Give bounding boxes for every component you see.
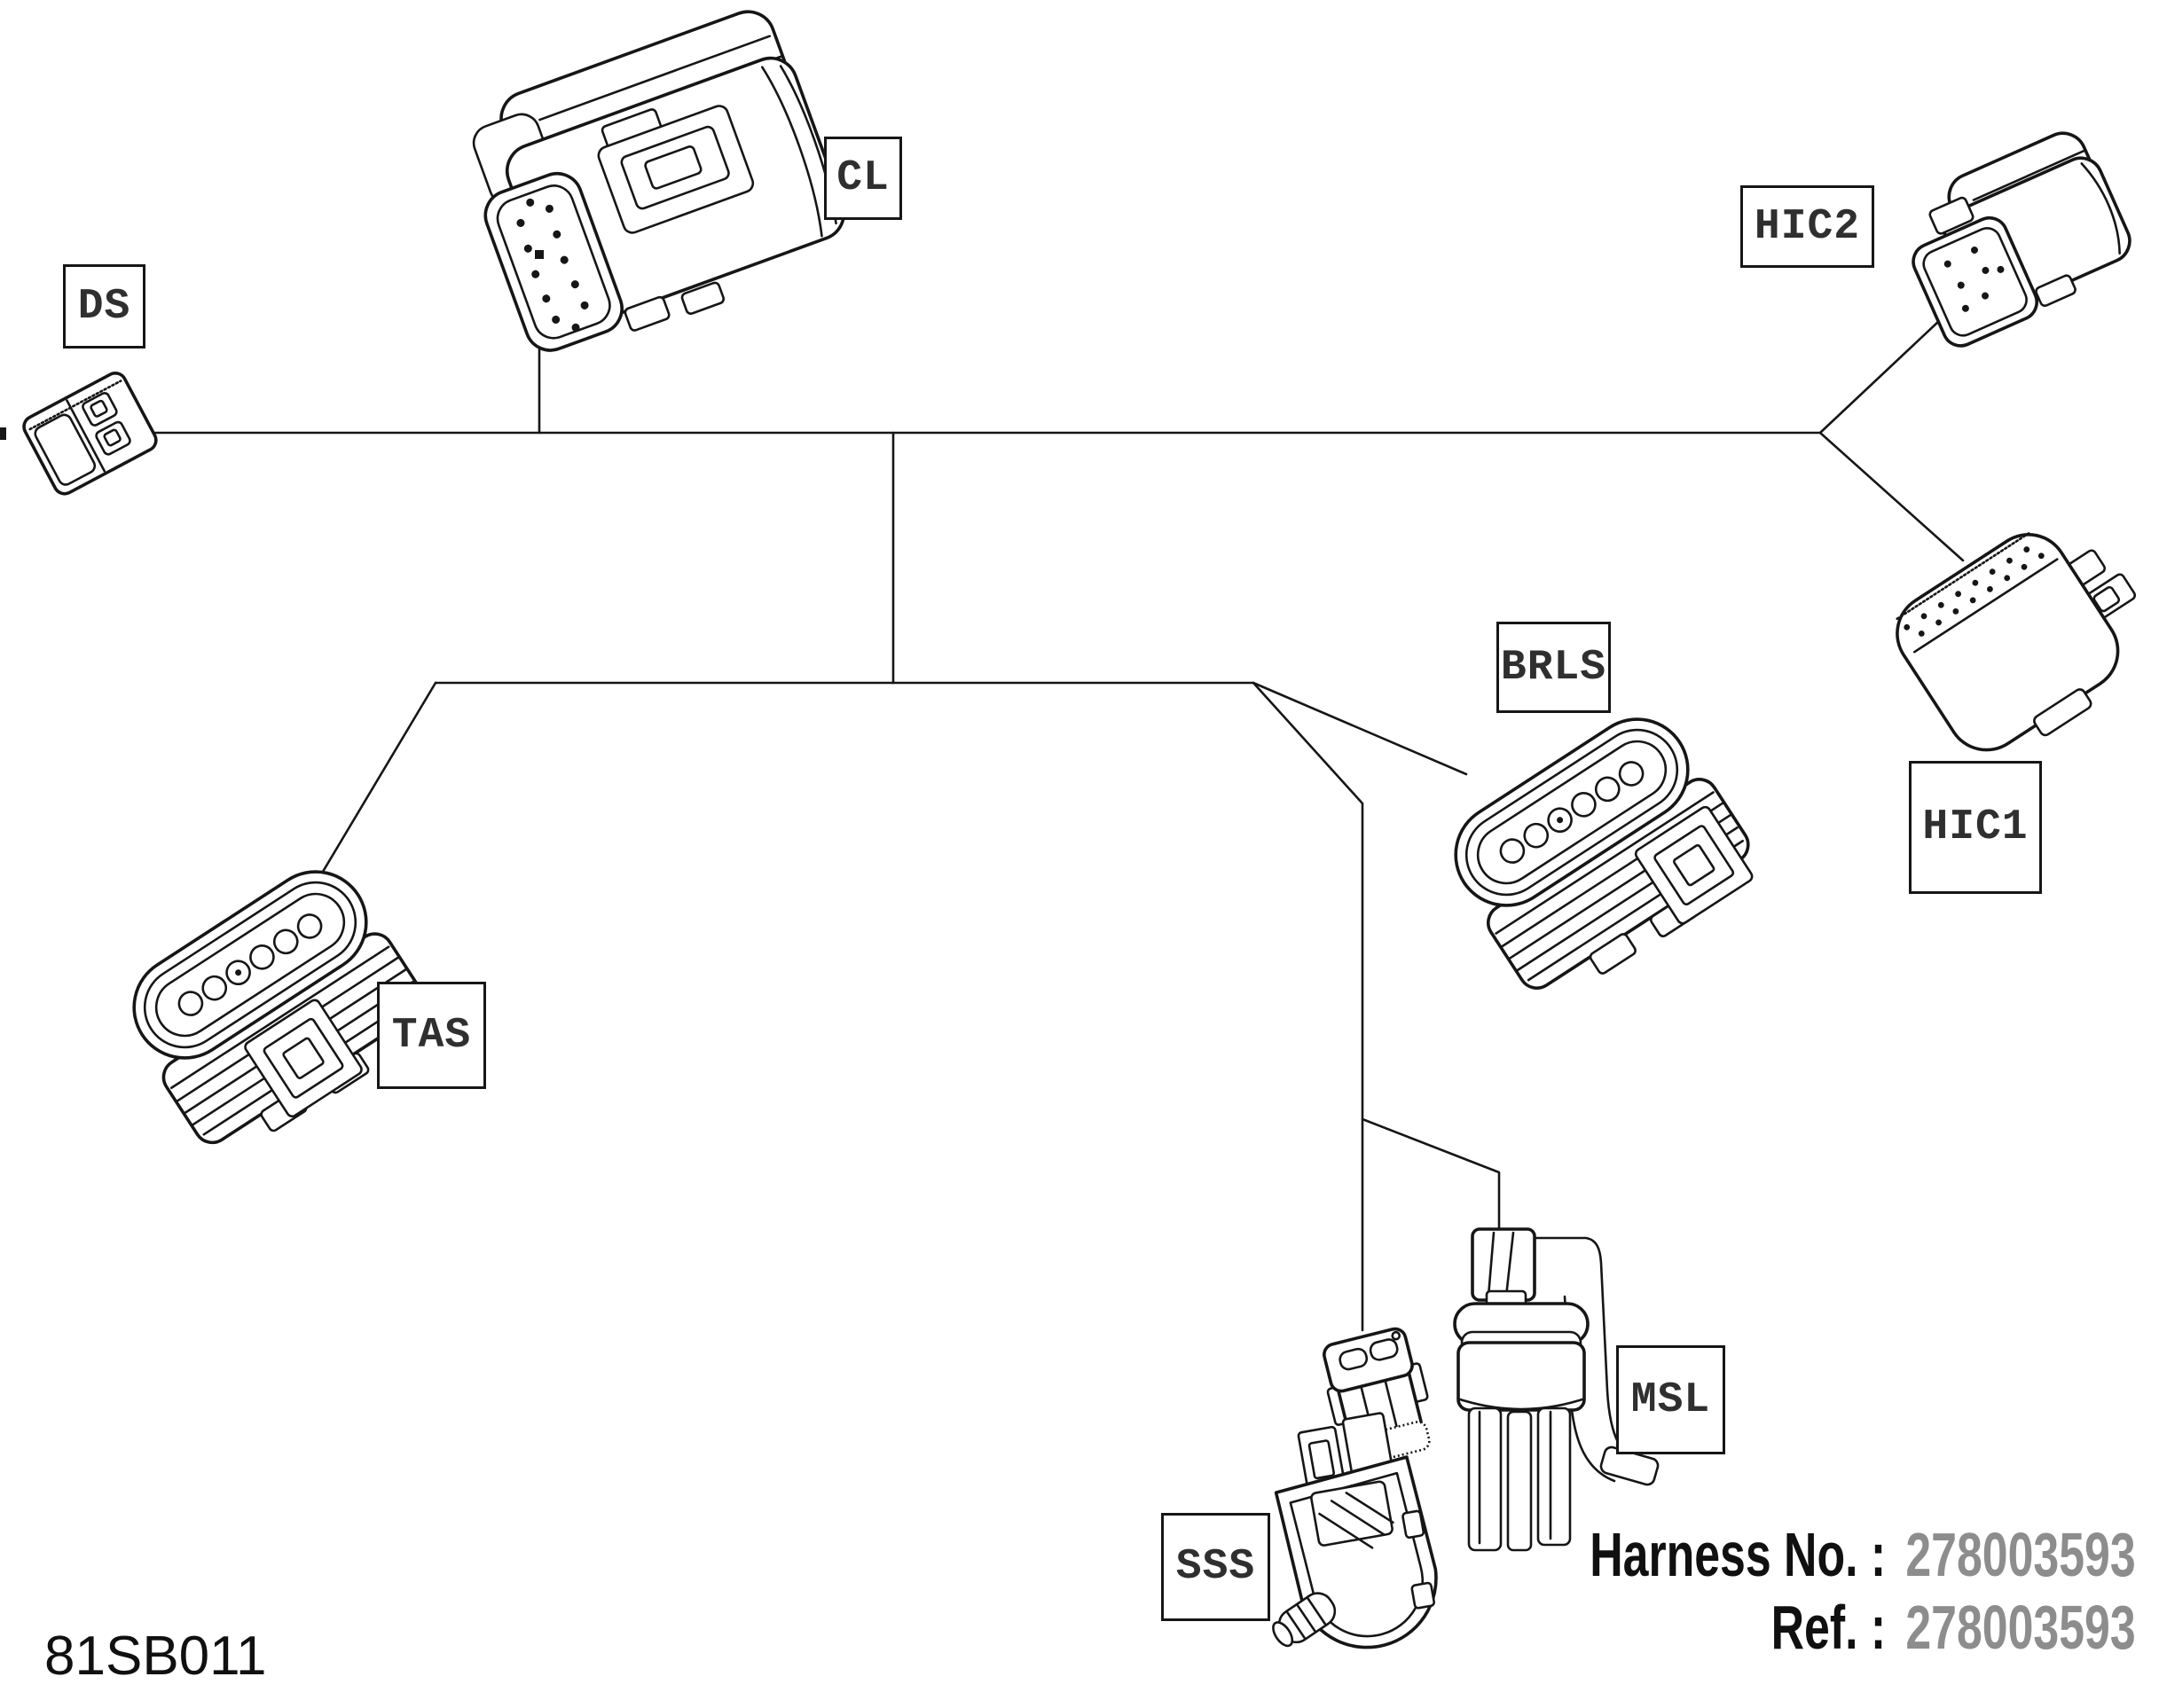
hic1-connector-drawing (1896, 530, 2137, 752)
harness-number-value: 278003593 (1905, 1520, 2136, 1589)
sss-connector-drawing (1272, 1412, 1438, 1649)
ref-number-value: 278003593 (1905, 1593, 2136, 1662)
wire-sss-drop (1252, 681, 1364, 1332)
connector-label-cl: CL (836, 154, 890, 202)
cl-connector-drawing (472, 10, 846, 352)
tas-connector-drawing (132, 870, 426, 1145)
cl-wire-attach-dot (535, 250, 544, 259)
connector-label-hic1: HIC1 (1922, 803, 2029, 851)
ref-number-row: Ref. : 278003593 (1590, 1591, 2136, 1664)
harness-number-row: Harness No. : 278003593 (1590, 1518, 2136, 1591)
label-box-msl: MSL (1616, 1345, 1725, 1454)
label-box-hic2: HIC2 (1740, 185, 1874, 268)
wire-tas-branch (310, 681, 437, 891)
wiring-harness-lines (0, 254, 1965, 1332)
wire-hic2-branch (1818, 305, 1956, 435)
footer-block: Harness No. : 278003593 Ref. : 278003593 (1590, 1518, 2136, 1664)
label-box-tas: TAS (377, 982, 486, 1089)
ds-connector-drawing (22, 372, 158, 496)
label-box-cl: CL (824, 137, 902, 220)
connector-label-ds: DS (77, 282, 131, 331)
label-box-ds: DS (63, 264, 145, 349)
wire-brls-branch (1252, 681, 1468, 776)
connector-label-hic2: HIC2 (1754, 202, 1861, 251)
connector-label-sss: SSS (1175, 1543, 1256, 1591)
brls-connector-drawing (1454, 717, 1754, 990)
wire-left-edge-stub (0, 427, 6, 440)
harness-number-label: Harness No. : (1590, 1520, 1887, 1589)
wire-hic1-branch (1818, 431, 1965, 562)
label-box-sss: SSS (1161, 1513, 1270, 1621)
connector-label-brls: BRLS (1500, 643, 1607, 692)
label-box-hic1: HIC1 (1909, 761, 2042, 894)
label-box-brls: BRLS (1496, 622, 1611, 713)
drawing-code: 81SB011 (44, 1626, 267, 1687)
connector-label-msl: MSL (1630, 1375, 1711, 1424)
wire-msl-branch (1361, 1117, 1501, 1232)
connector-label-tas: TAS (391, 1011, 472, 1060)
msl-connector-drawing (1453, 1227, 1660, 1552)
hic2-connector-drawing (1912, 131, 2132, 348)
ref-label: Ref. : (1771, 1593, 1887, 1662)
